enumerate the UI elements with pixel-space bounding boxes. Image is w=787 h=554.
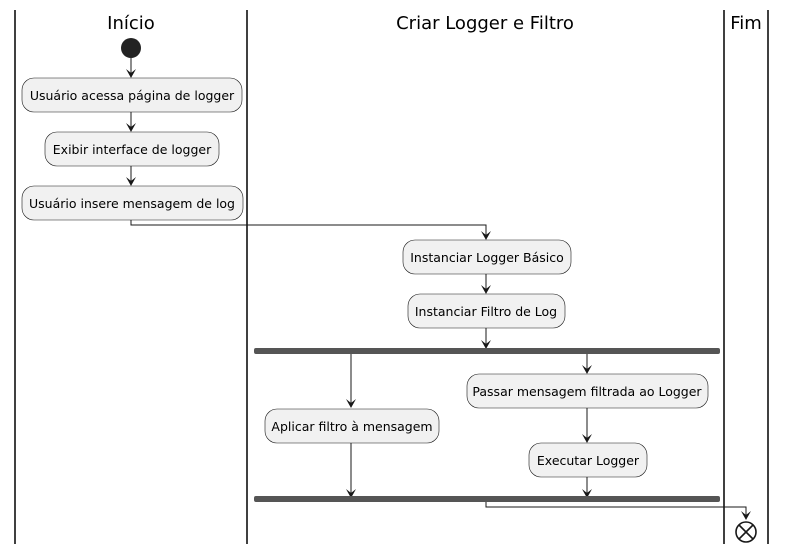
fork-bar — [254, 348, 720, 354]
end-node — [735, 521, 757, 543]
arrowhead-logger — [481, 231, 491, 240]
action-label: Usuário acessa página de logger — [30, 88, 235, 103]
arrowhead-filtro — [481, 285, 491, 294]
arrowhead-passar — [582, 365, 592, 374]
action-aplicar-filtro: Aplicar filtro à mensagem — [264, 408, 440, 444]
arrowhead-join-right — [582, 489, 592, 498]
edge-insere-logger — [130, 220, 487, 238]
arrowhead-acessa — [126, 69, 136, 78]
arrowhead-fork — [481, 340, 491, 349]
action-label: Passar mensagem filtrada ao Logger — [472, 384, 702, 399]
action-label: Aplicar filtro à mensagem — [271, 419, 432, 434]
action-label: Instanciar Filtro de Log — [415, 304, 557, 319]
action-passar-mensagem: Passar mensagem filtrada ao Logger — [466, 373, 709, 409]
lane-title-inicio: Início — [107, 13, 155, 34]
edges — [126, 58, 751, 520]
arrowhead-end — [741, 511, 751, 520]
lane-title-criar: Criar Logger e Filtro — [396, 13, 574, 34]
action-acessa: Usuário acessa página de logger — [21, 77, 243, 113]
join-bar — [254, 496, 720, 502]
arrowhead-join-left — [346, 489, 356, 498]
start-node — [121, 38, 141, 58]
action-exibir: Exibir interface de logger — [44, 131, 220, 167]
action-label: Executar Logger — [537, 453, 640, 468]
arrowhead-executar — [582, 434, 592, 443]
action-label: Instanciar Logger Básico — [410, 250, 564, 265]
action-label: Usuário insere mensagem de log — [29, 196, 235, 211]
arrowhead-insere — [126, 177, 136, 186]
action-filtro-log: Instanciar Filtro de Log — [407, 293, 566, 329]
action-label: Exibir interface de logger — [53, 142, 212, 157]
action-insere: Usuário insere mensagem de log — [21, 185, 244, 221]
arrowhead-exibir — [126, 123, 136, 132]
arrowhead-aplicar — [346, 399, 356, 408]
edge-join-end — [485, 502, 747, 518]
action-executar-logger: Executar Logger — [528, 442, 648, 478]
lane-title-fim: Fim — [730, 13, 762, 34]
action-logger-basico: Instanciar Logger Básico — [402, 239, 572, 275]
